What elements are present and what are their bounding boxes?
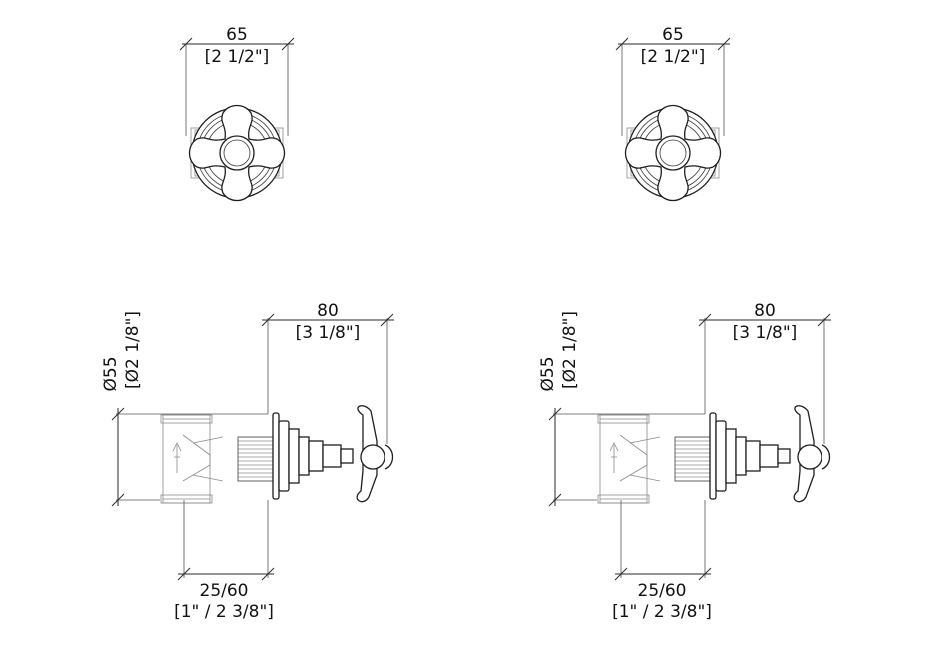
diameter-mm-label: Ø55 — [101, 356, 121, 391]
side-view-left — [160, 405, 394, 504]
depth-inch-label: [1" / 2 3/8"] — [612, 602, 712, 622]
front-view-left — [188, 104, 286, 202]
depth-inch-label: [1" / 2 3/8"] — [174, 602, 274, 622]
depth-mm-label: 25/60 — [638, 581, 687, 601]
depth-dimension-right: 25/60 [1" / 2 3/8"] — [612, 500, 712, 622]
front-view-right — [624, 104, 722, 202]
width-mm-label: 65 — [662, 25, 684, 45]
width-inch-label: [2 1/2"] — [641, 47, 706, 67]
width-dimension-left: 65 [2 1/2"] — [179, 25, 295, 136]
side-view-right — [597, 405, 831, 504]
projection-dimension-left: 80 [3 1/8"] — [261, 301, 394, 444]
projection-inch-label: [3 1/8"] — [296, 323, 361, 343]
depth-mm-label: 25/60 — [200, 581, 249, 601]
diameter-inch-label: [Ø2 1/8"] — [123, 311, 143, 389]
diameter-mm-label: Ø55 — [538, 356, 558, 391]
projection-mm-label: 80 — [317, 301, 339, 321]
width-dimension-right: 65 [2 1/2"] — [615, 25, 731, 136]
diameter-inch-label: [Ø2 1/8"] — [560, 311, 580, 389]
depth-dimension-left: 25/60 [1" / 2 3/8"] — [174, 500, 275, 622]
projection-inch-label: [3 1/8"] — [733, 323, 798, 343]
width-mm-label: 65 — [226, 25, 248, 45]
projection-mm-label: 80 — [754, 301, 776, 321]
diameter-dimension-right: Ø55 [Ø2 1/8"] — [538, 311, 705, 507]
width-inch-label: [2 1/2"] — [205, 47, 270, 67]
projection-dimension-right: 80 [3 1/8"] — [698, 301, 831, 444]
diameter-dimension-left: Ø55 [Ø2 1/8"] — [101, 311, 268, 507]
